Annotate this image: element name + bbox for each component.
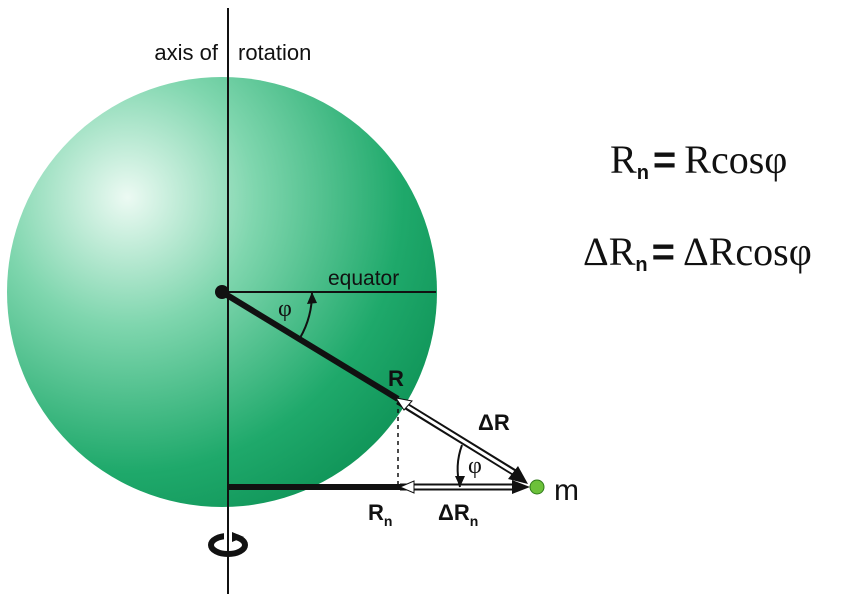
phi-label-top: φ bbox=[278, 296, 292, 322]
formula-delta-rn-lhs: ΔR bbox=[583, 229, 636, 274]
formula-rn-lhs: R bbox=[610, 137, 637, 182]
delta-r-label: ΔR bbox=[478, 410, 510, 435]
r-label: R bbox=[388, 366, 404, 391]
phi-arc-bottom-arrowhead bbox=[455, 476, 465, 487]
formula-rn-rhs: Rcosφ bbox=[684, 137, 788, 182]
delta-rn-label: ΔRn bbox=[438, 500, 478, 529]
formula-delta-rn-rhs: ΔRcosφ bbox=[682, 229, 812, 274]
formula-rn-lhs-sub: n bbox=[636, 162, 649, 184]
formula-delta-rn-equals: = bbox=[651, 230, 675, 274]
equator-label: equator bbox=[328, 267, 399, 290]
formula-delta-rn-lhs-sub: n bbox=[635, 254, 648, 276]
axis-label-right: rotation bbox=[238, 40, 311, 65]
mass-label: m bbox=[554, 474, 579, 507]
formula-delta-rn: ΔRn=ΔRcosφ bbox=[583, 229, 812, 276]
rn-label: Rn bbox=[368, 500, 392, 529]
center-point bbox=[215, 285, 229, 299]
phi-label-bottom: φ bbox=[468, 453, 482, 479]
formula-rn: Rn=Rcosφ bbox=[610, 137, 788, 184]
axis-label-left: axis of bbox=[154, 40, 218, 65]
radius-line bbox=[220, 289, 400, 402]
formula-rn-equals: = bbox=[652, 138, 677, 182]
delta-rn-vector bbox=[398, 480, 530, 494]
rotation-arrow-icon bbox=[208, 530, 248, 560]
mass-point bbox=[529, 479, 545, 495]
delta-r-vector bbox=[394, 397, 528, 484]
phi-arc-top-arrowhead bbox=[307, 292, 317, 304]
